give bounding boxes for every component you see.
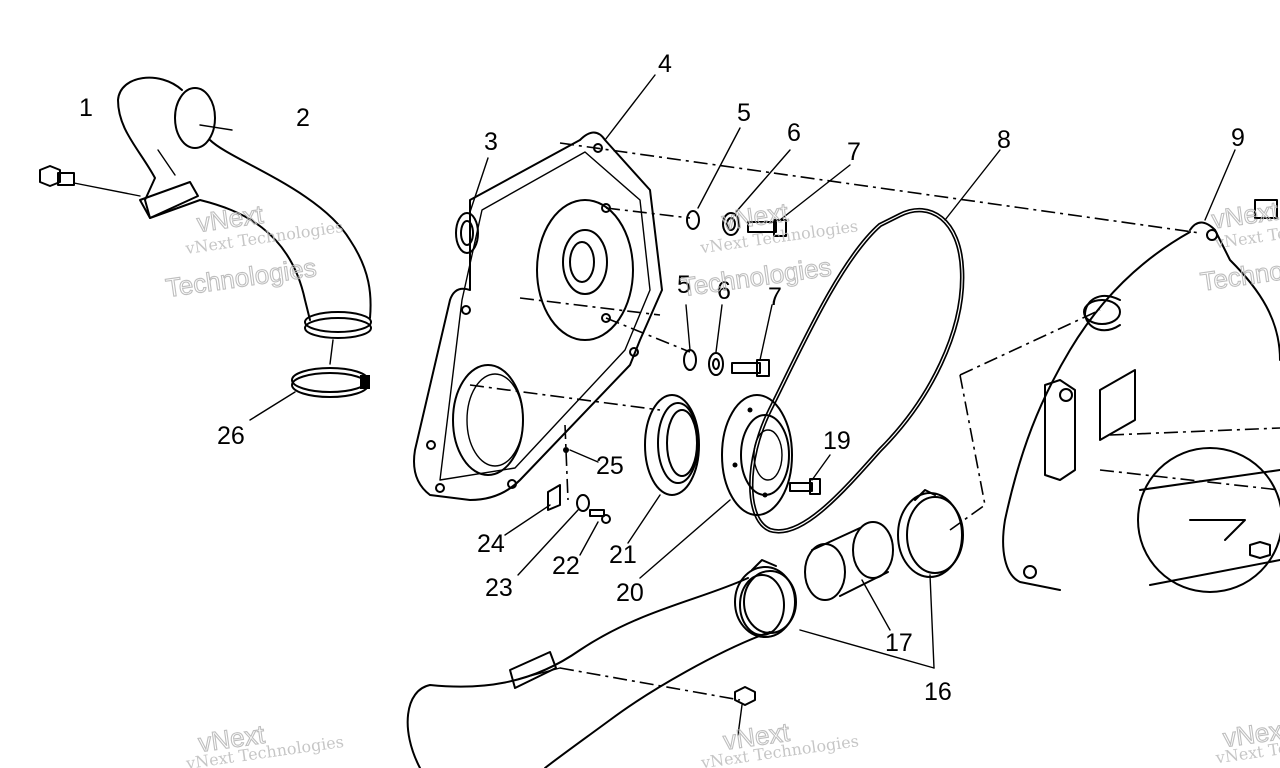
callout-8: 8: [997, 126, 1011, 154]
part-16-clamps: [734, 489, 964, 669]
callout-24: 24: [477, 530, 505, 558]
callout-7b: 7: [768, 283, 782, 311]
callout-6b: 6: [717, 277, 731, 305]
part-3-washer: [455, 157, 489, 254]
part-20-bearing-plate: [639, 394, 793, 579]
callout-20: 20: [616, 579, 644, 607]
watermark-large-1b: Technologies: [164, 252, 318, 303]
part-8-belt: [749, 149, 1001, 534]
part-4-inner-cover: [413, 74, 663, 501]
callout-labels: 1 2 3 4 5 6 7 8 9 5 6 7 19 25 24 23 22 2…: [79, 50, 1245, 706]
part-19-screw: [789, 454, 831, 495]
callout-25: 25: [596, 452, 624, 480]
part-22-25-small-hardware: [504, 447, 611, 576]
part-5-6-7-upper-fasteners: [686, 127, 851, 237]
lower-outlet-duct: [406, 574, 785, 768]
part-17-sleeve: [804, 521, 894, 631]
callout-9: 9: [1231, 124, 1245, 152]
watermarks: vNext vNext Technologies Technologies vN…: [163, 195, 1280, 768]
callout-21: 21: [609, 541, 637, 569]
part-1-bolt: [39, 165, 141, 197]
callout-4: 4: [658, 50, 672, 78]
callout-23: 23: [485, 574, 513, 602]
part-26-clamp: [249, 367, 370, 421]
alignment-lines: [469, 142, 1280, 701]
callout-7: 7: [847, 138, 861, 166]
callout-5: 5: [737, 99, 751, 127]
part-9-outer-cover: [1002, 149, 1280, 593]
watermark-large-3b: Technologies: [1198, 246, 1280, 297]
part-2-intake-duct: [117, 76, 372, 365]
part-21-seal: [627, 394, 700, 544]
watermark-large-2b: Technologies: [679, 252, 833, 303]
callout-19: 19: [823, 427, 851, 455]
part-5-6-7-lower-fasteners: [683, 304, 773, 377]
callout-1: 1: [79, 94, 93, 122]
callout-16: 16: [924, 678, 952, 706]
callout-6: 6: [787, 119, 801, 147]
callout-3: 3: [484, 128, 498, 156]
callout-5b: 5: [677, 271, 691, 299]
callout-26: 26: [217, 422, 245, 450]
callout-17: 17: [885, 629, 913, 657]
callout-22: 22: [552, 552, 580, 580]
callout-2: 2: [296, 104, 310, 132]
